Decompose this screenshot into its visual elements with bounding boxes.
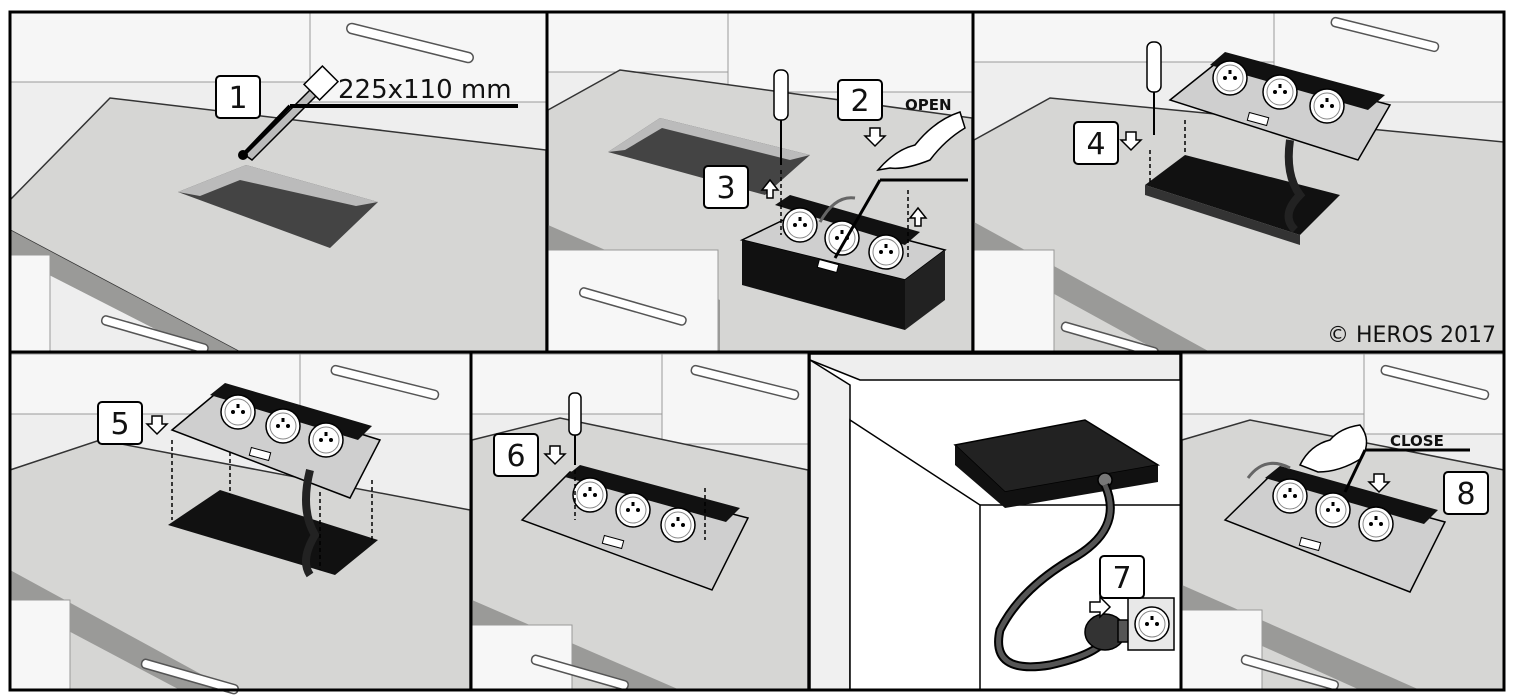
arrow-down-icon [543,445,567,466]
panel-frames [8,10,1506,692]
panel-step-8: CLOSE 8 [1181,353,1505,691]
panel-step-5: 5 [9,353,471,695]
arrow-down-icon [145,415,169,436]
close-label: CLOSE [1390,432,1444,450]
step-number: 4 [1086,127,1105,162]
panel-step-4: 4 © HEROS 2017 [973,11,1505,358]
arrow-up-icon [760,178,780,199]
arrow-down-icon [1367,473,1391,494]
screwdriver-icon [773,69,789,165]
arrow-up-icon [908,206,928,227]
step-number: 5 [110,407,129,442]
arrow-down-icon [863,127,887,148]
step-number: 6 [506,439,525,474]
arrow-right-icon [1089,595,1112,619]
arrow-down-icon [1119,131,1143,152]
copyright-notice: © HEROS 2017 [1327,323,1496,348]
hand-icon [1298,424,1368,473]
step-number: 8 [1456,477,1475,512]
wall-outlet-icon [1127,597,1175,651]
screwdriver-icon [1146,41,1162,135]
panel-step-2-3: 2 OPEN 3 [547,11,973,353]
panel-step-1: 1 225x110 mm [9,11,547,354]
step-number: 2 [850,84,869,119]
panel-step-7: 7 [809,353,1181,691]
step-number: 3 [716,171,735,206]
panel-step-6: 6 [471,353,809,691]
step-number: 7 [1112,561,1131,596]
hand-icon [876,111,966,172]
step-number: 1 [228,81,247,116]
screwdriver-icon [568,392,582,465]
open-label: OPEN [905,96,952,114]
cutout-dimension: 225x110 mm [338,75,512,105]
